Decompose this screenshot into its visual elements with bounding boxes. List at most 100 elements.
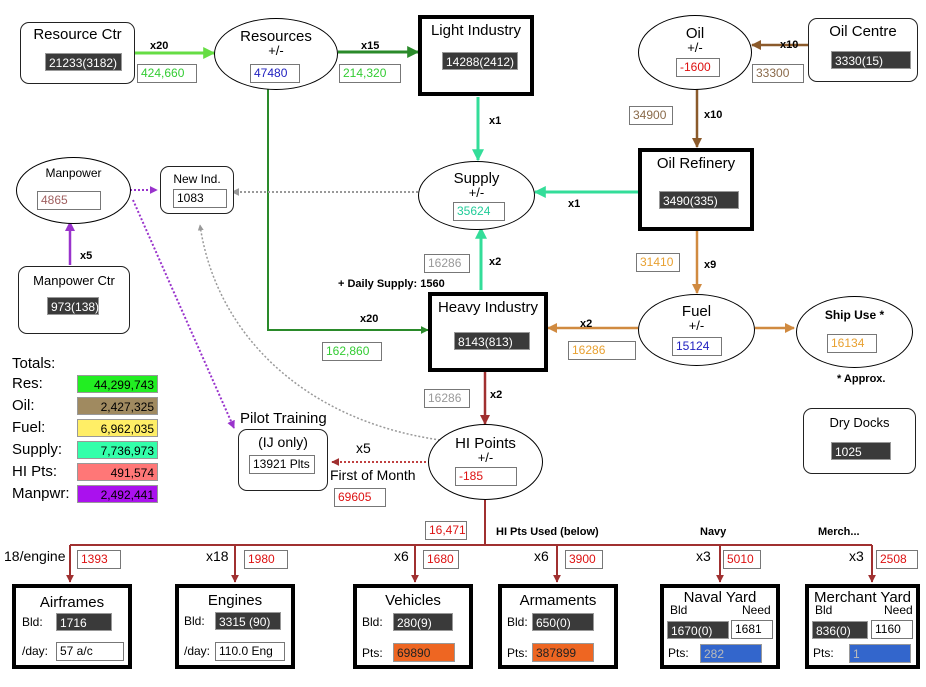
fuel-node[interactable]: Fuel +/- 15124: [638, 294, 755, 366]
naval-yard-need-label: Need: [742, 603, 771, 617]
fuel-sub: +/-: [688, 318, 705, 333]
res-to-hi-value: 162,860: [322, 342, 382, 361]
merchant-yard-title: Merchant Yard: [814, 589, 911, 606]
hi-pts-used-note: HI Pts Used (below): [496, 526, 599, 538]
armaments-pts-label: Pts:: [507, 646, 528, 660]
light-industry-value: 14288(2412): [442, 52, 518, 70]
resources-node[interactable]: Resources +/- 47480: [214, 18, 338, 90]
heavy-industry-value: 8143(813): [454, 332, 530, 350]
manpower-value: 4865: [37, 191, 101, 210]
vehicles-node[interactable]: Vehicles Bld: 280(9) Pts: 69890: [353, 584, 473, 669]
engines-bld-label: Bld:: [184, 614, 205, 628]
ref-to-fuel-value: 31410: [636, 253, 680, 272]
naval-yard-pts-label: Pts:: [668, 646, 689, 660]
totals-fuel-label: Fuel:: [12, 419, 46, 436]
armaments-pts-value: 387899: [532, 643, 594, 662]
dry-docks-node[interactable]: Dry Docks 1025: [803, 408, 916, 474]
ship-use-value: 16134: [827, 334, 877, 353]
res-ctr-flow-value: 424,660: [137, 64, 197, 83]
engines-node[interactable]: Engines Bld: 3315 (90) /day: 110.0 Eng: [175, 584, 295, 669]
oil-centre-node[interactable]: Oil Centre 3330(15): [808, 18, 918, 82]
hi-to-hip-mult: x2: [490, 389, 503, 401]
oil-centre-value: 3330(15): [831, 51, 911, 69]
naval-yard-node[interactable]: Naval Yard Bld Need 1670(0) 1681 Pts: 28…: [660, 584, 780, 669]
naval-yard-title: Naval Yard: [683, 589, 757, 606]
hi-points-sub: +/-: [477, 450, 494, 465]
light-industry-node[interactable]: Light Industry 14288(2412): [418, 15, 534, 96]
airframes-branch-mult: 18/engine: [4, 548, 66, 564]
daily-supply-note: + Daily Supply: 1560: [338, 278, 445, 290]
fuel-title: Fuel: [681, 303, 712, 320]
vehicles-pts-value: 69890: [393, 643, 455, 662]
vehicles-branch-value: 1680: [423, 550, 459, 569]
ref-to-fuel-mult: x9: [704, 259, 717, 271]
vehicles-title: Vehicles: [385, 592, 441, 609]
manpower-centre-node[interactable]: Manpower Ctr 973(138): [18, 266, 130, 334]
naval-yard-pts-value: 282: [700, 644, 762, 663]
airframes-node[interactable]: Airframes Bld: 1716 /day: 57 a/c: [12, 584, 132, 669]
vehicles-bld-value: 280(9): [393, 613, 453, 631]
totals-manpwr-value: 2,492,441: [77, 485, 158, 503]
pilot-training-node[interactable]: (IJ only) 13921 Plts: [238, 429, 328, 491]
oil-refinery-value: 3490(335): [659, 191, 739, 209]
airframes-branch-value: 1393: [77, 550, 121, 569]
pilot-training-sub: (IJ only): [258, 434, 308, 450]
totals-hipts-label: HI Pts:: [12, 463, 58, 480]
new-industry-node[interactable]: New Ind. 1083: [160, 166, 234, 214]
naval-branch-mult: x3: [696, 548, 711, 564]
merchant-yard-need-label: Need: [884, 603, 913, 617]
totals-hipts-value: 491,574: [77, 463, 158, 481]
new-industry-value: 1083: [173, 189, 227, 208]
armaments-bld-label: Bld:: [507, 615, 528, 629]
armaments-branch-mult: x6: [534, 548, 549, 564]
totals-heading: Totals:: [12, 355, 56, 372]
navy-note: Navy: [700, 526, 727, 538]
ship-use-title: Ship Use *: [824, 308, 885, 322]
airframes-bld-label: Bld:: [22, 615, 43, 629]
oil-sub: +/-: [687, 40, 703, 55]
supply-value: 35624: [453, 202, 505, 221]
oil-to-ref-value: 34900: [629, 106, 673, 125]
ship-use-node[interactable]: Ship Use * 16134: [796, 296, 913, 368]
hip-to-pilot-mult: x5: [356, 440, 371, 456]
resources-title: Resources: [240, 28, 312, 45]
totals-res-label: Res:: [12, 375, 43, 392]
totals-res-value: 44,299,743: [77, 375, 158, 393]
heavy-industry-node[interactable]: Heavy Industry 8143(813): [428, 292, 548, 372]
hi-points-value: -185: [455, 467, 517, 486]
naval-yard-bld-label: Bld: [670, 603, 688, 617]
dry-docks-value: 1025: [831, 442, 891, 460]
light-industry-title: Light Industry: [430, 22, 522, 39]
naval-yard-need-value: 1681: [731, 620, 773, 639]
airframes-rate-label: /day:: [22, 644, 49, 658]
res-ctr-mult: x20: [150, 40, 169, 52]
supply-node[interactable]: Supply +/- 35624: [418, 161, 535, 230]
merchant-yard-pts-value: 1: [849, 644, 911, 663]
fuel-value: 15124: [672, 337, 722, 356]
manpower-title: Manpower: [45, 166, 102, 180]
armaments-node[interactable]: Armaments Bld: 650(0) Pts: 387899: [498, 584, 618, 669]
airframes-rate-value: 57 a/c: [56, 642, 124, 661]
manpower-node[interactable]: Manpower 4865: [16, 157, 131, 224]
merchant-yard-bld-label: Bld: [815, 603, 833, 617]
fuel-to-hi-value: 16286: [568, 341, 636, 360]
hi-points-title: HI Points: [455, 435, 516, 452]
oil-refinery-node[interactable]: Oil Refinery 3490(335): [638, 148, 754, 231]
totals-manpwr-label: Manpwr:: [12, 485, 70, 502]
merchant-yard-need-value: 1160: [871, 620, 913, 639]
naval-yard-bld-value: 1670(0): [667, 621, 729, 639]
resource-centre-node[interactable]: Resource Ctr 21233(3182): [20, 22, 135, 84]
first-of-month-value: 69605: [334, 488, 386, 507]
oil-centre-title: Oil Centre: [829, 23, 897, 40]
hi-points-node[interactable]: HI Points +/- -185: [428, 424, 543, 500]
naval-branch-value: 5010: [723, 550, 761, 569]
oil-node[interactable]: Oil +/- -1600: [638, 15, 752, 90]
oil-title: Oil: [685, 25, 705, 42]
merchant-yard-node[interactable]: Merchant Yard Bld Need 836(0) 1160 Pts: …: [805, 584, 920, 669]
totals-oil-value: 2,427,325: [77, 397, 158, 415]
armaments-title: Armaments: [519, 592, 597, 609]
airframes-title: Airframes: [39, 594, 105, 611]
first-of-month-label: First of Month: [330, 467, 416, 483]
